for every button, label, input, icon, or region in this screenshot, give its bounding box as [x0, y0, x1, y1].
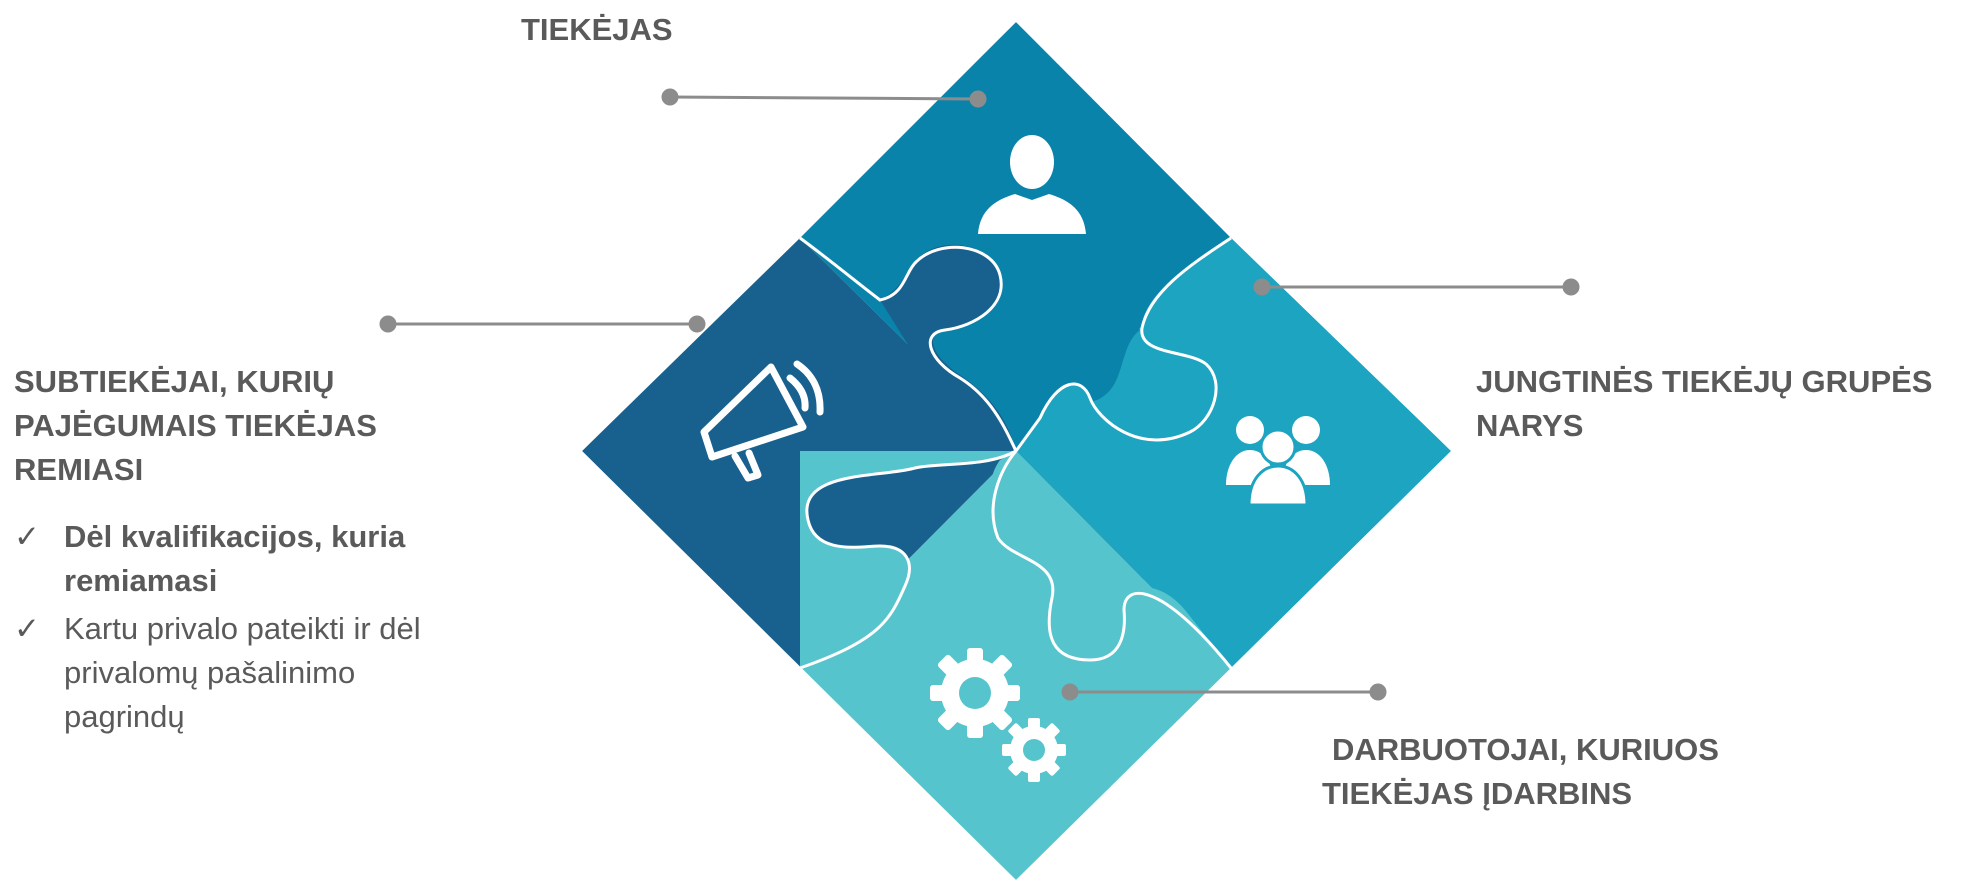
label-right: JUNGTINĖS TIEKĖJŲ GRUPĖS NARYS: [1476, 360, 1932, 448]
label-left-line2: PAJĖGUMAIS TIEKĖJAS: [14, 408, 377, 443]
puzzle-piece-left: [582, 238, 1016, 668]
label-right-line1: JUNGTINĖS TIEKĖJŲ GRUPĖS: [1476, 364, 1933, 399]
label-bottom-line1: DARBUOTOJAI, KURIUOS: [1332, 732, 1719, 767]
bullet-text-line3: pagrindų: [64, 699, 185, 734]
bullet-text-line2: privalomų pašalinimo: [64, 655, 356, 690]
person-icon: [978, 135, 1086, 234]
bullet-list: ✓ Dėl kvalifikacijos, kuria remiamasi ✓ …: [14, 515, 534, 743]
connector-top: [669, 95, 979, 101]
bullet-text-line1: Dėl kvalifikacijos, kuria: [64, 519, 406, 554]
label-bottom-line2: TIEKĖJAS ĮDARBINS: [1322, 776, 1633, 811]
connector-left-dot-outer: [379, 315, 397, 333]
bullet-item: ✓ Kartu privalo pateikti ir dėl privalom…: [14, 607, 534, 739]
label-right-line2: NARYS: [1476, 408, 1584, 443]
connectors: [379, 88, 1580, 701]
bullet-text-line1: Kartu privalo pateikti ir dėl: [64, 611, 421, 646]
label-top: TIEKĖJAS: [521, 12, 673, 47]
label-bottom: DARBUOTOJAI, KURIUOS TIEKĖJAS ĮDARBINS: [1322, 728, 1719, 816]
check-icon: ✓: [14, 519, 40, 554]
puzzle-piece-bottom: [800, 451, 1231, 880]
connector-right-dot-inner: [1253, 278, 1271, 296]
bullet-item: ✓ Dėl kvalifikacijos, kuria remiamasi: [14, 515, 534, 603]
puzzle-knob-left: [880, 244, 1016, 451]
check-icon: ✓: [14, 611, 40, 646]
connector-bottom-dot-inner: [1061, 683, 1079, 701]
bullet-text-line2: remiamasi: [64, 563, 218, 598]
connector-right-dot-outer: [1562, 278, 1580, 296]
label-left-line1: SUBTIEKĖJAI, KURIŲ: [14, 364, 335, 399]
label-left-line3: REMIASI: [14, 452, 144, 487]
group-icon: [1226, 416, 1330, 507]
puzzle-knob-bottom: [800, 451, 1016, 668]
connector-top-dot-inner: [969, 90, 987, 108]
connector-bottom-dot-outer: [1369, 683, 1387, 701]
connector-top-dot-outer: [661, 88, 679, 106]
puzzle-knob-right: [1076, 319, 1140, 402]
puzzle-seams: [799, 236, 1233, 670]
puzzle-knob-right-2: [1016, 238, 1451, 660]
megaphone-icon: [700, 360, 824, 482]
connector-left-dot-inner: [688, 315, 706, 333]
label-left: SUBTIEKĖJAI, KURIŲ PAJĖGUMAIS TIEKĖJAS R…: [14, 360, 377, 492]
gears-icon: [930, 648, 1066, 782]
